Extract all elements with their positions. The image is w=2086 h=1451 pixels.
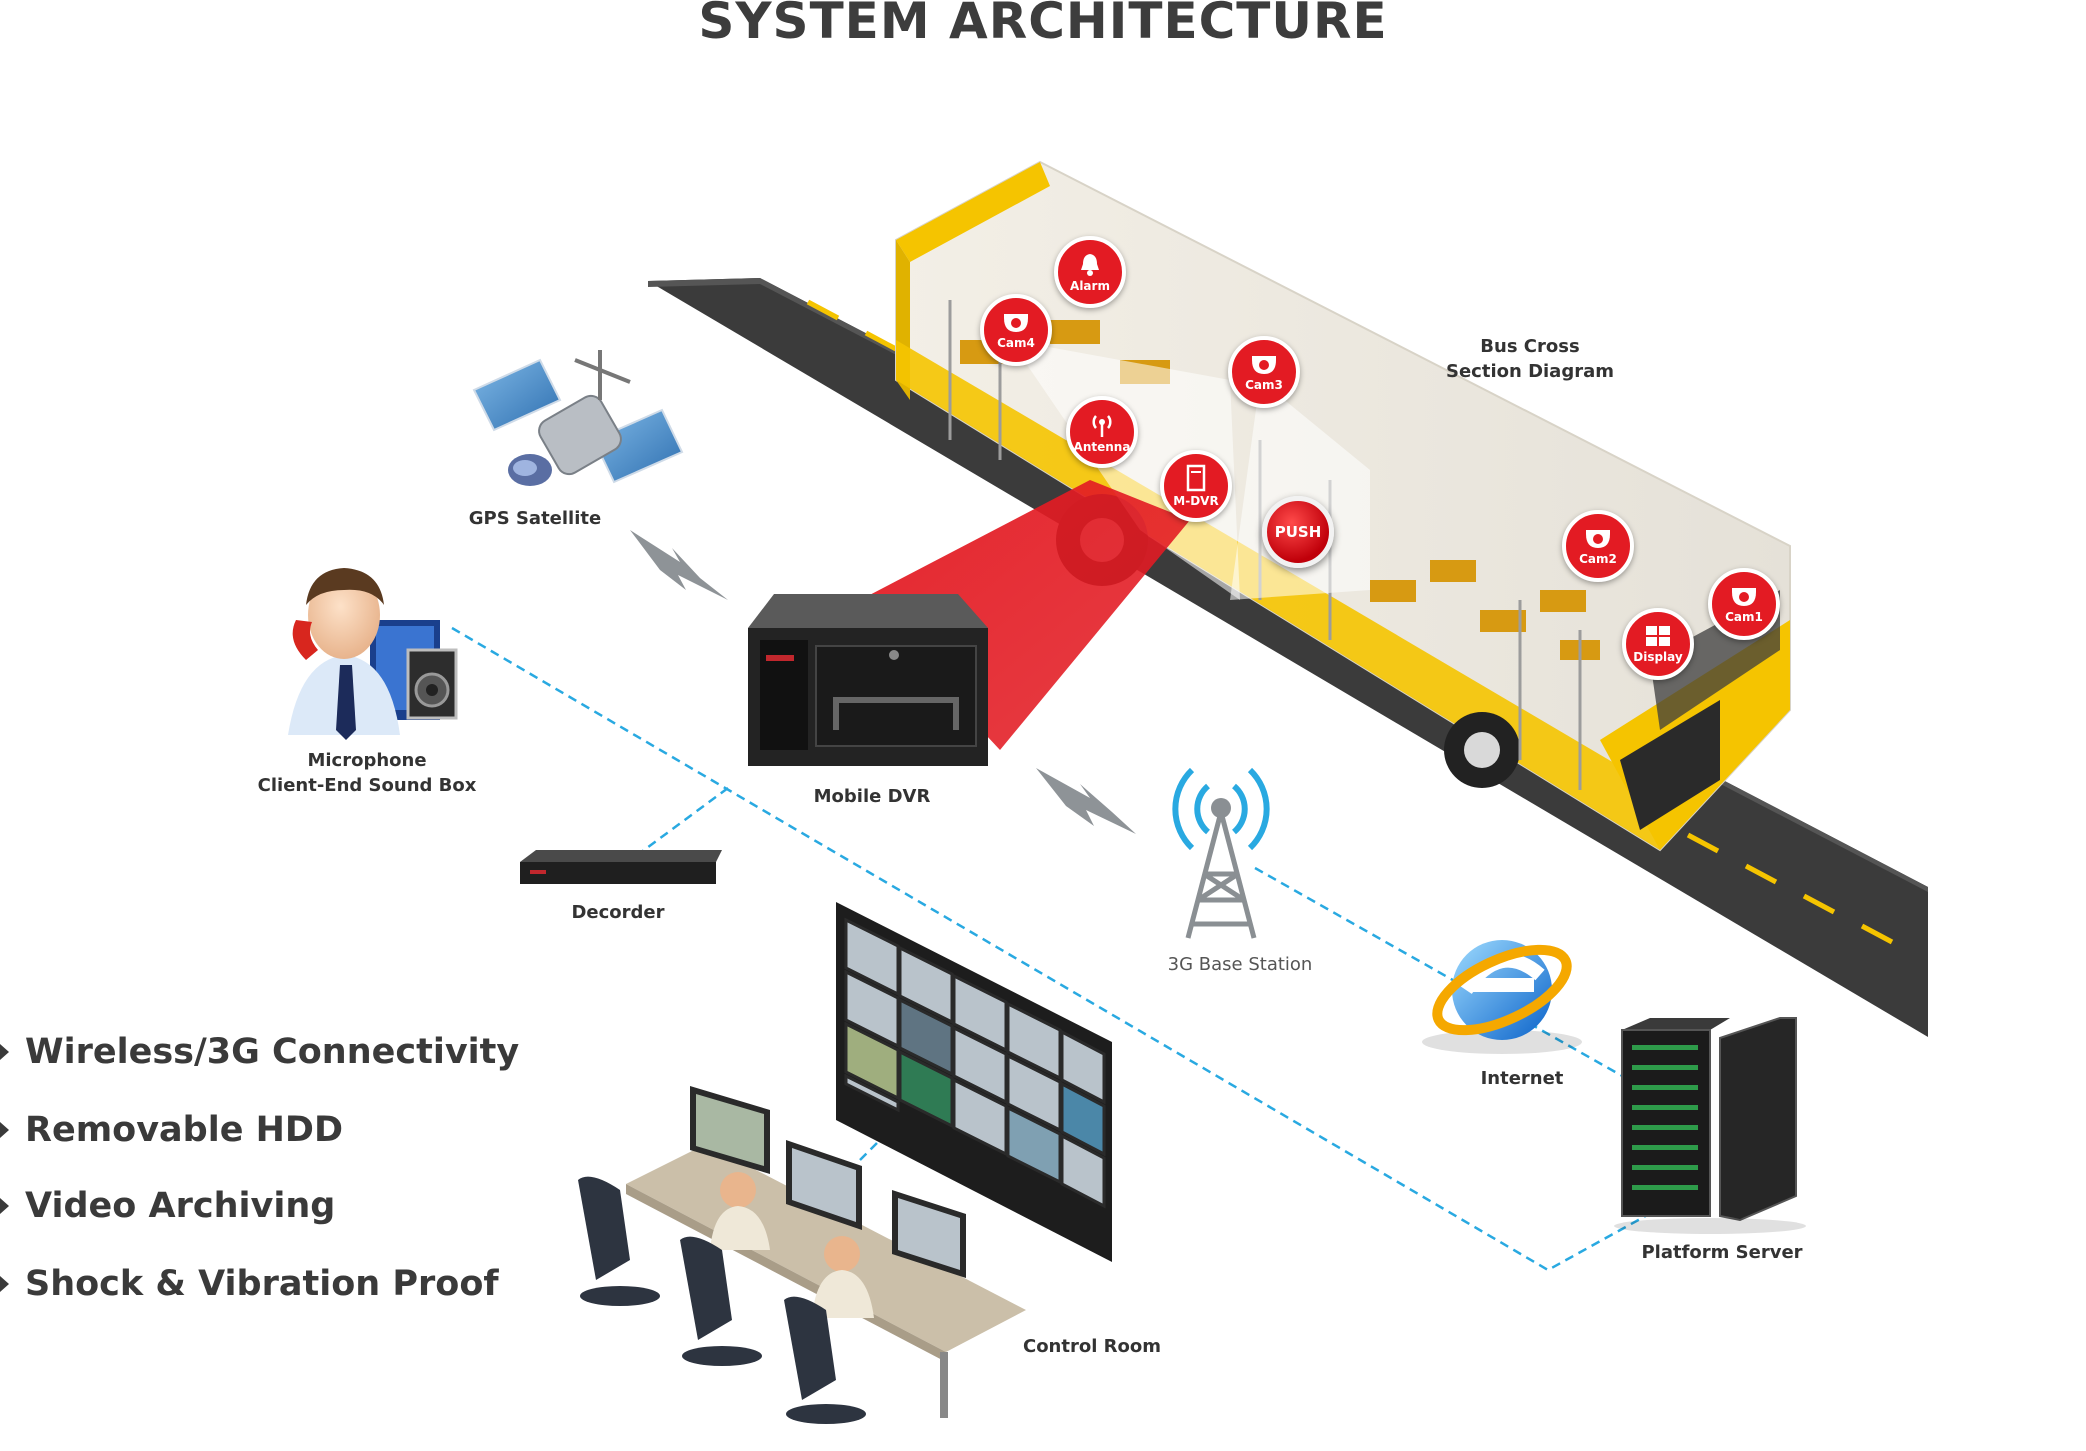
badge-alarm: Alarm xyxy=(1054,236,1126,308)
dome-camera-icon xyxy=(1004,314,1028,332)
feature-text: Shock & Vibration Proof xyxy=(25,1264,499,1304)
wireless-bolt-icon xyxy=(630,530,1136,834)
badge-display: Display xyxy=(1622,608,1694,680)
operator-figures xyxy=(710,1172,874,1318)
push-alarm-button-icon: PUSH xyxy=(1262,496,1334,568)
road xyxy=(648,278,1928,1037)
feature-text: Wireless/3G Connectivity xyxy=(25,1032,520,1072)
antenna-icon xyxy=(1092,415,1112,437)
label-control-room: Control Room xyxy=(1022,1336,1162,1357)
badge-cam3: Cam3 xyxy=(1228,336,1300,408)
internet-icon xyxy=(1422,940,1582,1054)
feature-item: Removable HDD xyxy=(0,1110,343,1150)
dome-camera-icon xyxy=(1732,588,1756,606)
label-microphone: Microphone Client-End Sound Box xyxy=(252,748,482,798)
base-station-tower-icon xyxy=(1172,767,1270,939)
page-title: SYSTEM ARCHITECTURE xyxy=(698,0,1388,50)
label-platform-server: Platform Server xyxy=(1641,1242,1803,1263)
badge-cam2-label: Cam2 xyxy=(1579,552,1617,566)
bus-cross-section xyxy=(895,160,1791,852)
badge-cam4: Cam4 xyxy=(980,294,1052,366)
badge-cam1-label: Cam1 xyxy=(1725,610,1763,624)
badge-mdvr-label: M-DVR xyxy=(1173,494,1219,508)
label-gps-satellite: GPS Satellite xyxy=(468,508,602,529)
label-microphone-line2: Client-End Sound Box xyxy=(257,775,477,796)
badge-alarm-label: Alarm xyxy=(1070,279,1110,293)
push-button-label: PUSH xyxy=(1274,523,1322,541)
bullet-arrow-icon xyxy=(0,1276,9,1292)
feature-text: Video Archiving xyxy=(25,1186,336,1226)
badge-cam3-label: Cam3 xyxy=(1245,378,1283,392)
platform-server-icon xyxy=(1614,1017,1806,1234)
bullet-arrow-icon xyxy=(0,1122,9,1138)
label-bus-cross-section: Bus Cross Section Diagram xyxy=(1432,334,1628,384)
dome-camera-icon xyxy=(1586,530,1610,548)
office-chairs xyxy=(578,1176,866,1424)
alarm-bell-icon xyxy=(1081,254,1099,276)
mobile-dvr-icon xyxy=(748,594,988,766)
feature-item: Shock & Vibration Proof xyxy=(0,1264,499,1304)
road-lane-dashes xyxy=(806,299,1894,945)
microphone-person-icon xyxy=(288,568,458,740)
mdvr-device-icon xyxy=(1186,464,1206,492)
control-room-video-wall xyxy=(836,902,1112,1262)
display-grid-icon xyxy=(1646,626,1670,646)
label-microphone-line1: Microphone xyxy=(307,750,427,771)
label-bus-line2: Section Diagram xyxy=(1446,361,1614,382)
control-room-desk xyxy=(578,1086,1026,1424)
badge-cam1: Cam1 xyxy=(1708,568,1780,640)
bullet-arrow-icon xyxy=(0,1198,9,1214)
label-bus-line1: Bus Cross xyxy=(1480,336,1580,357)
feature-text: Removable HDD xyxy=(25,1110,344,1150)
label-mobile-dvr: Mobile DVR xyxy=(813,786,931,807)
dome-camera-icon xyxy=(1252,356,1276,374)
badge-cam2: Cam2 xyxy=(1562,510,1634,582)
label-internet: Internet xyxy=(1480,1068,1564,1089)
feature-item: Video Archiving xyxy=(0,1186,335,1226)
badge-display-label: Display xyxy=(1633,650,1683,664)
feature-item: Wireless/3G Connectivity xyxy=(0,1032,519,1072)
badge-antenna-label: Antenna xyxy=(1073,440,1131,454)
gps-satellite-icon xyxy=(472,350,684,486)
video-wall-screens xyxy=(844,917,1106,1209)
badge-antenna: Antenna xyxy=(1066,396,1138,468)
badge-cam4-label: Cam4 xyxy=(997,336,1035,350)
decoder-icon xyxy=(520,850,722,884)
label-base-station: 3G Base Station xyxy=(1167,954,1313,975)
bullet-arrow-icon xyxy=(0,1044,9,1060)
badge-mdvr: M-DVR xyxy=(1160,450,1232,522)
label-decoder: Decorder xyxy=(571,902,665,923)
